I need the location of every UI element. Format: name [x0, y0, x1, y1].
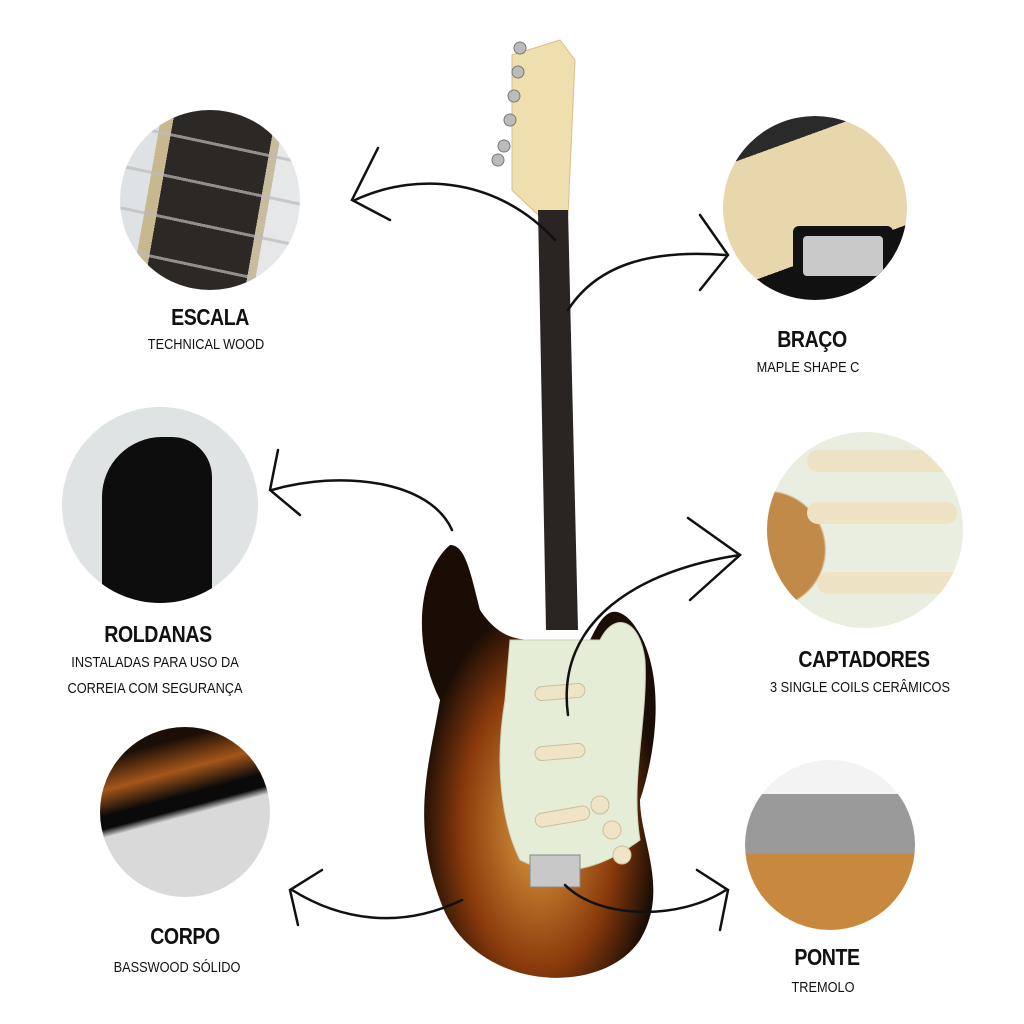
captadores-subtitle: 3 SINGLE COILS CERÂMICOS: [770, 679, 950, 696]
guitar-headstock: [491, 39, 576, 216]
roldanas-subtitle-line1: INSTALADAS PARA USO DA: [71, 654, 239, 671]
roldanas-detail-image: [62, 407, 258, 603]
guitar-neck: [538, 210, 578, 630]
escala-title: ESCALA: [171, 304, 249, 330]
captadores-detail-image: [767, 432, 963, 628]
braco-subtitle: MAPLE SHAPE C: [756, 359, 860, 376]
escala-detail-image: [120, 110, 300, 290]
captadores-title: CAPTADORES: [798, 646, 930, 672]
corpo-detail-image: [100, 727, 270, 897]
bridge: [529, 854, 581, 888]
braco-title: BRAÇO: [777, 326, 847, 352]
ponte-detail-image: [745, 760, 915, 930]
ponte-title: PONTE: [794, 944, 860, 970]
arrows: [268, 146, 742, 932]
corpo-subtitle: BASSWOOD SÓLIDO: [113, 959, 241, 976]
braco-detail-image: [723, 116, 907, 300]
escala-subtitle: TECHNICAL WOOD: [147, 336, 265, 353]
ponte-subtitle: TREMOLO: [791, 979, 855, 996]
roldanas-title: ROLDANAS: [104, 621, 212, 647]
roldanas-subtitle-line2: CORREIA COM SEGURANÇA: [67, 680, 243, 697]
corpo-title: CORPO: [150, 923, 220, 949]
